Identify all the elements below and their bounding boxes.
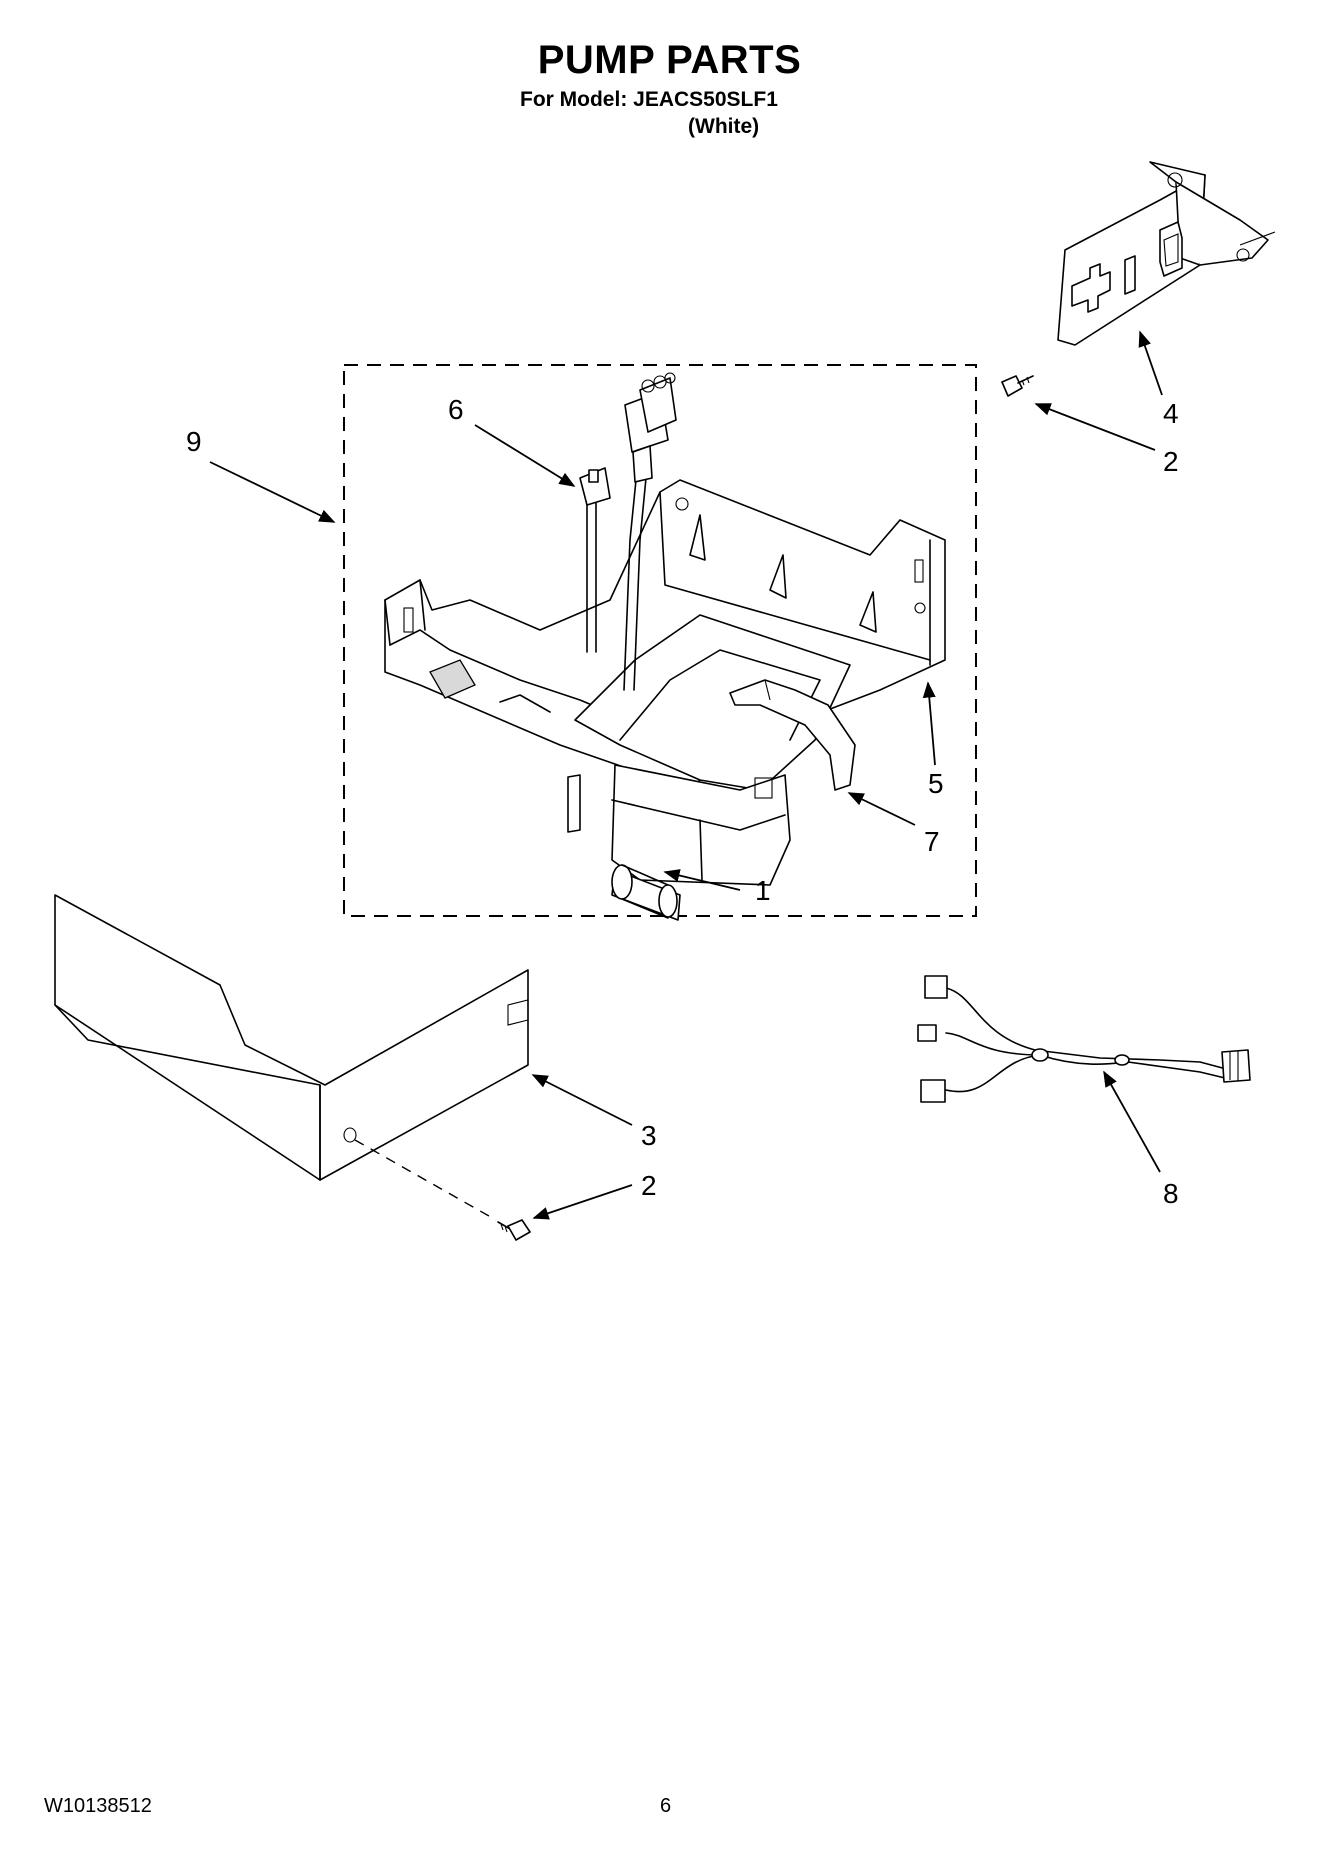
part-1-pump: [567, 764, 791, 921]
callout-6: 6: [448, 394, 464, 425]
callout-7: 7: [924, 826, 940, 857]
model-line: For Model: JEACS50SLF1: [520, 88, 778, 111]
callout-4: 4: [1163, 398, 1179, 429]
callout-arrows: [209, 330, 1163, 1220]
callout-1: 1: [755, 875, 771, 906]
callout-5: 5: [928, 768, 944, 799]
callout-3: 3: [641, 1120, 657, 1151]
part-4-bracket: [1057, 161, 1276, 346]
part-8-wire-harness: [917, 975, 1251, 1103]
part-3-cover-panel: [54, 894, 529, 1221]
part-7-float-strap: [729, 679, 856, 799]
callout-2-lower: 2: [641, 1170, 657, 1201]
callout-9: 9: [186, 426, 202, 457]
assembly-boundary: [343, 364, 977, 917]
part-5-tray: [384, 479, 946, 791]
callout-8: 8: [1163, 1178, 1179, 1209]
callout-2-upper: 2: [1163, 446, 1179, 477]
model-variant: (White): [688, 115, 760, 138]
part-6-pump-harness: [579, 372, 677, 691]
document-number: W10138512: [44, 1795, 152, 1817]
part-2-screw-lower: [497, 1219, 531, 1241]
page-number: 6: [660, 1795, 672, 1817]
part-2-screw-upper: [1001, 375, 1034, 397]
page-title: PUMP PARTS: [537, 38, 802, 82]
